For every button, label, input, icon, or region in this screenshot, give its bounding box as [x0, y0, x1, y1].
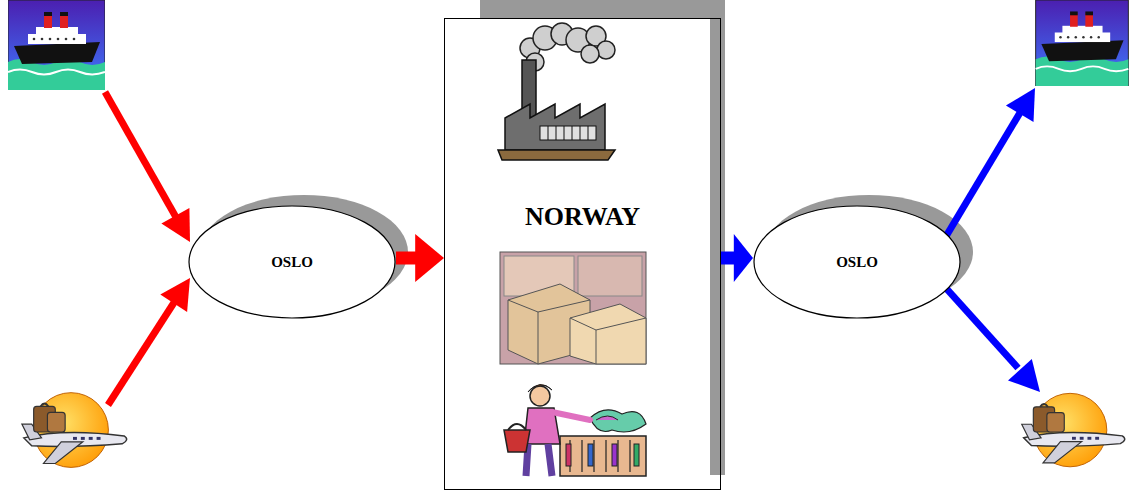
blue-arrow — [945, 287, 1040, 392]
ship-icon — [8, 0, 105, 90]
flow-arrow — [721, 234, 753, 282]
ship-icon — [1036, 0, 1129, 86]
factory-picture — [498, 23, 615, 160]
plane-icon — [22, 393, 127, 468]
country-box: NORWAY — [444, 18, 721, 490]
country-name: NORWAY — [445, 201, 720, 233]
city-ellipse: OSLO — [753, 205, 961, 319]
plane-icon — [1022, 393, 1125, 466]
blue-arrow — [945, 88, 1035, 238]
red-arrow — [105, 92, 190, 242]
box-ground — [455, 18, 710, 490]
city-name: OSLO — [836, 254, 878, 271]
red-arrow — [108, 278, 190, 405]
boxes-picture — [500, 252, 646, 364]
city-ellipse: OSLO — [188, 205, 396, 319]
flow-arrow — [396, 234, 444, 282]
city-name: OSLO — [271, 254, 313, 271]
shopper-picture — [504, 384, 646, 476]
